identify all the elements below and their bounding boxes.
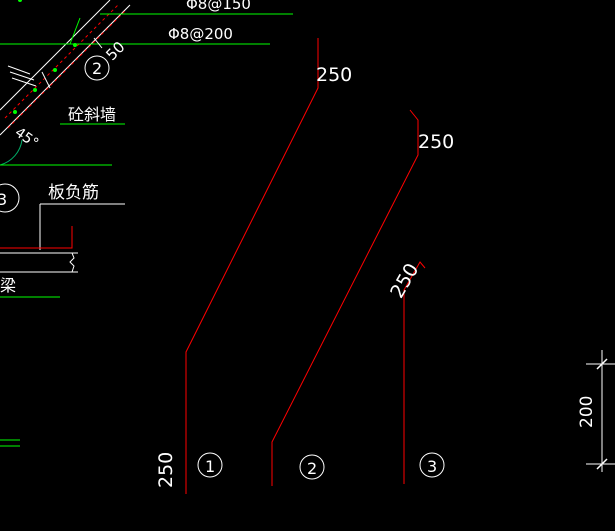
rebar-dot [13, 110, 17, 114]
marker-circle-3 [0, 183, 20, 213]
rebar-1-marker-circle [197, 452, 223, 478]
rebar-dot [53, 68, 57, 72]
rebar-dot [33, 88, 37, 92]
wall-rebar-line [4, 4, 119, 119]
slab-break-symbol [69, 252, 75, 273]
rebar-1-top-length: 250 [316, 64, 352, 86]
rebar-dot [18, 0, 22, 2]
spacing-label-second: Φ8@200 [168, 25, 233, 43]
rebar-2-marker: 2 [307, 459, 317, 478]
rebar-2-marker-circle [299, 454, 325, 480]
dimension-200: 200 [577, 350, 615, 472]
slab-rebar-line [0, 226, 73, 249]
slanted-wall-label: 砼斜墙 [68, 105, 116, 124]
rebar-shape-1: 250 250 1 [155, 38, 352, 494]
hatch-line [7, 65, 31, 75]
rebar-3-marker: 3 [427, 457, 437, 476]
rebar-3-line [403, 261, 426, 484]
dimension-tick [596, 358, 608, 370]
rebar-2-top-length: 250 [418, 131, 454, 153]
rebar-2-line [271, 109, 419, 486]
rebar-1-marker: 1 [205, 457, 215, 476]
spacing-label-top: Φ8@150 [186, 0, 251, 13]
beam-label: 梁 [0, 276, 16, 295]
marker-circle-2 [84, 55, 110, 81]
rebar-shape-3: 250 3 [386, 260, 445, 484]
rebar-shape-2: 250 2 [271, 109, 454, 486]
dimension-tick [596, 458, 608, 470]
marker-3-label: 3 [0, 190, 7, 209]
rebar-1-line [185, 38, 319, 494]
slanted-wall-detail: Φ8@150 Φ8@200 50 2 砼斜墙 45° 3 板负筋 梁 [0, 0, 293, 447]
dimension-tick [93, 37, 103, 49]
hatch-line [9, 71, 35, 81]
hatch-line [11, 77, 37, 87]
leader-line [69, 17, 81, 45]
hatch-line [41, 71, 51, 89]
rebar-3-marker-circle [419, 452, 445, 478]
slab-neg-rebar-label: 板负筋 [48, 183, 99, 203]
angle-label: 45° [12, 124, 42, 151]
rebar-1-bottom-length: 250 [155, 452, 177, 488]
angle-arc [0, 139, 23, 166]
wall-edge-line [0, 4, 131, 136]
dimension-200-label: 200 [577, 396, 597, 428]
marker-2-label: 2 [92, 59, 102, 78]
wall-edge-line [0, 0, 111, 111]
